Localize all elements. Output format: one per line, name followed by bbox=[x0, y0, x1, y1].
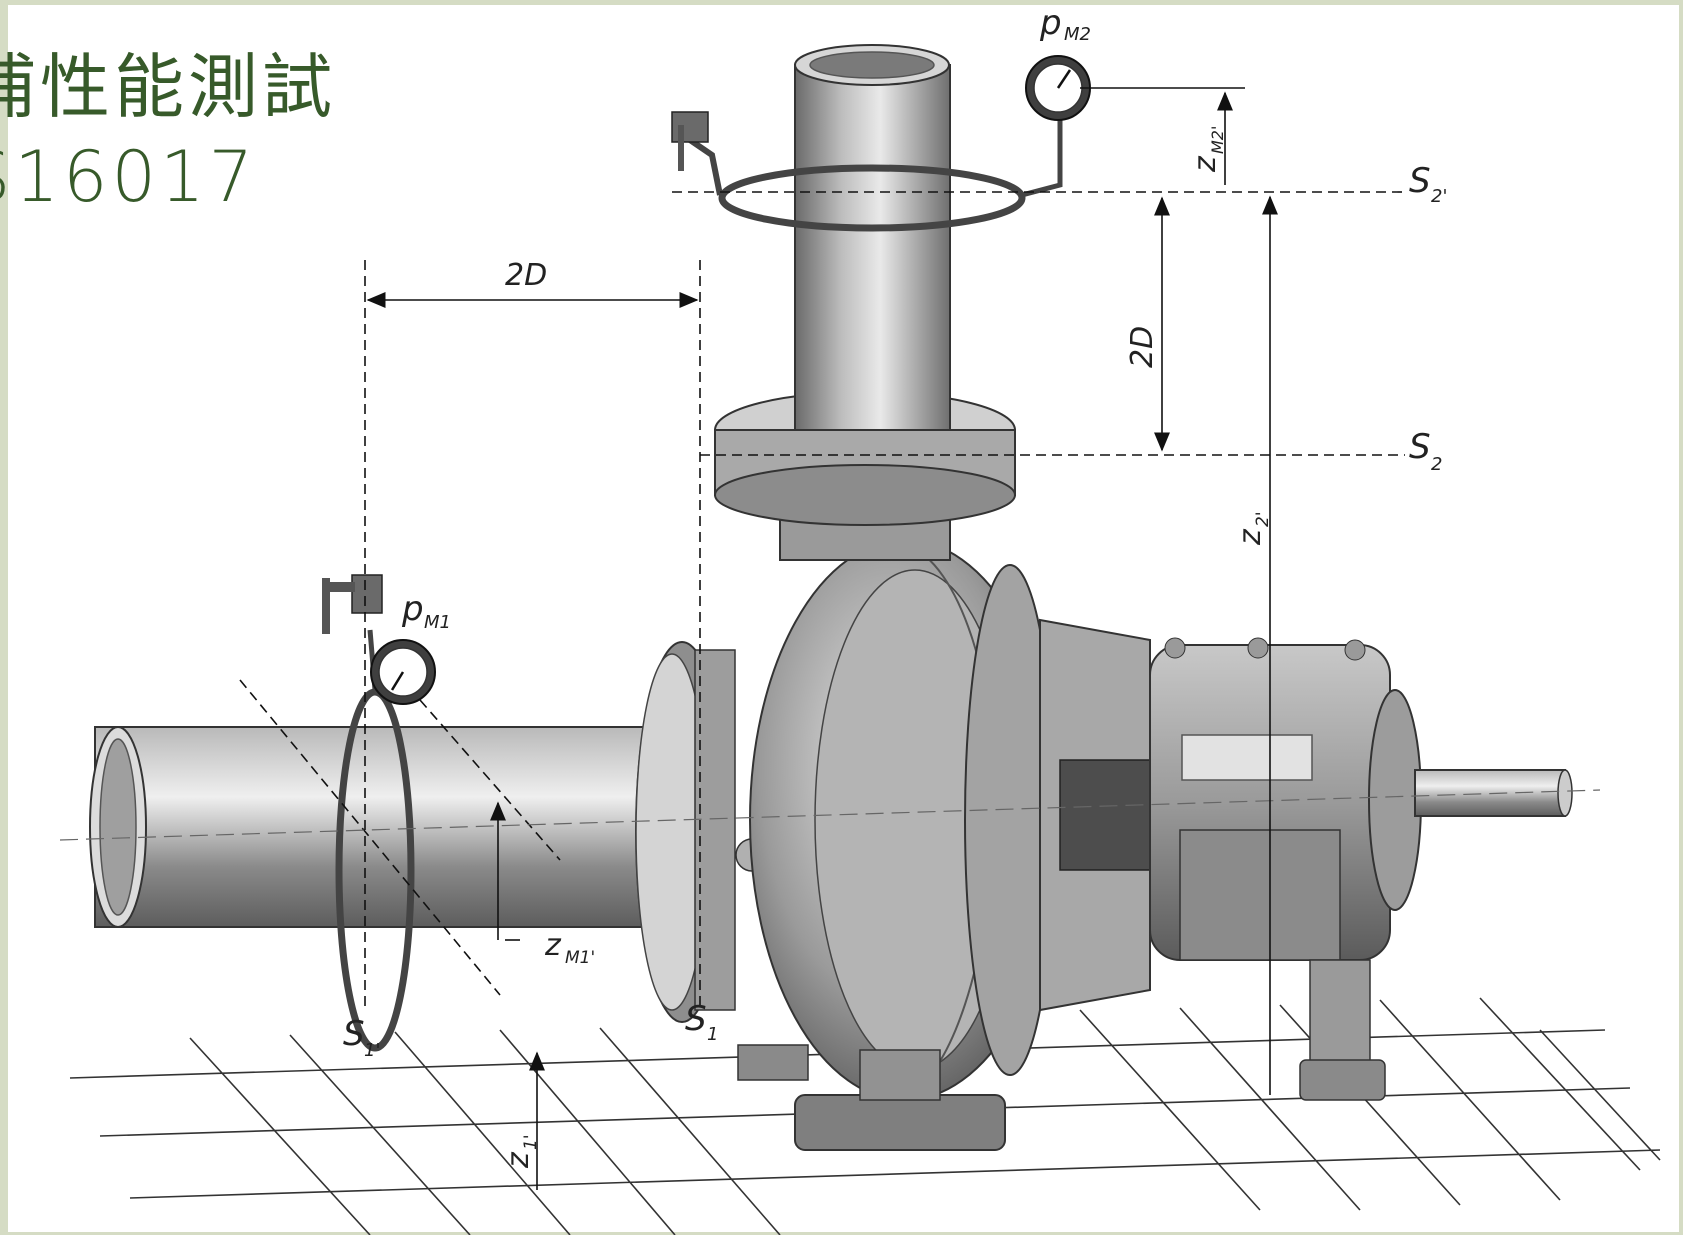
label-s1: S bbox=[685, 999, 707, 1039]
label-pm1-sub: M1 bbox=[424, 612, 451, 633]
label-2d-horizontal: 2D bbox=[505, 258, 547, 293]
discharge-valve-icon bbox=[671, 111, 709, 171]
dimension-lines bbox=[59, 87, 1601, 1190]
suction-flange bbox=[635, 641, 769, 1023]
label-z1-prime-sub: 1' bbox=[521, 1135, 541, 1151]
suction-pipe bbox=[89, 726, 656, 928]
label-pm2-sub: M2 bbox=[1064, 24, 1091, 45]
label-z2-prime: z bbox=[1233, 528, 1268, 546]
title-line-2: S16017 bbox=[0, 136, 258, 218]
slide-title: 浦性能測試 S16017 bbox=[0, 42, 336, 222]
label-s2-prime-sub: 2' bbox=[1431, 186, 1447, 207]
label-s2-prime: S bbox=[1409, 161, 1431, 201]
label-zm1-sub: M1' bbox=[565, 948, 595, 968]
discharge-ring-manifold bbox=[688, 100, 1063, 232]
label-pm1: p bbox=[401, 589, 424, 629]
label-z2-prime-sub: 2' bbox=[1253, 512, 1273, 528]
label-s1-prime: S bbox=[343, 1014, 365, 1054]
discharge-assembly bbox=[714, 44, 1016, 561]
label-s2-sub: 2 bbox=[1431, 454, 1442, 475]
label-2d-vertical: 2D bbox=[1125, 326, 1160, 368]
diagram-labels: p M2 p M1 S 2' S 2 S 1' S 1 z M1' 2D 2D … bbox=[343, 3, 1447, 1169]
label-s1-prime-sub: 1' bbox=[364, 1040, 380, 1061]
pressure-gauge-pm1-icon bbox=[370, 639, 436, 705]
label-zm1: z bbox=[544, 928, 562, 963]
label-pm2: p bbox=[1039, 3, 1062, 43]
label-z1-prime: z bbox=[501, 1151, 536, 1169]
suction-valve-icon bbox=[322, 574, 383, 634]
pump-foot bbox=[737, 1044, 1006, 1151]
title-line-1: 浦性能測試 bbox=[0, 46, 336, 128]
label-zm2-prime: z bbox=[1188, 155, 1223, 173]
label-zm2-prime-sub: M2' bbox=[1208, 126, 1227, 154]
pump-volute bbox=[749, 539, 1061, 1101]
label-s2: S bbox=[1409, 427, 1431, 467]
label-s1-sub: 1 bbox=[707, 1024, 718, 1045]
